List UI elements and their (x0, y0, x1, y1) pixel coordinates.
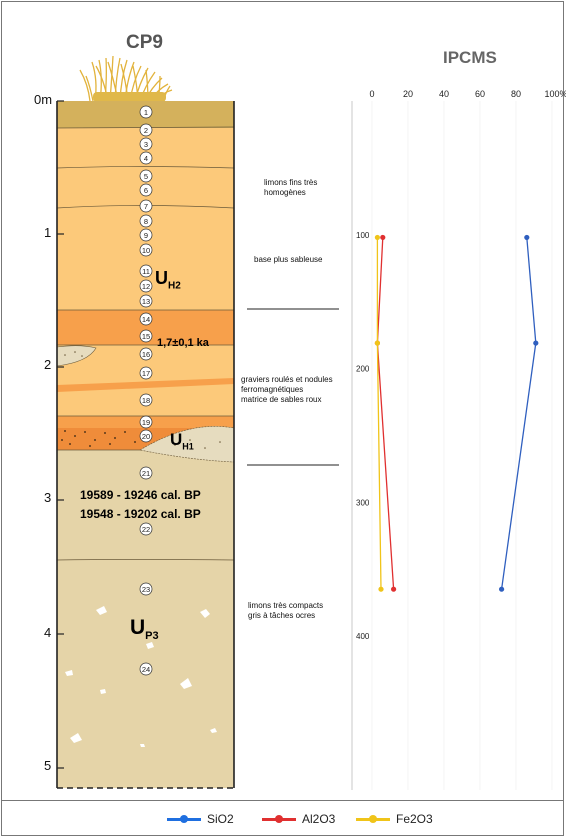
sample-marker-20: 20 (139, 429, 153, 443)
sample-marker-21: 21 (139, 466, 153, 480)
data-point-al2o3-0 (380, 234, 386, 241)
data-point-al2o3-2 (391, 586, 397, 592)
svg-text:19: 19 (142, 418, 150, 427)
svg-text:4: 4 (144, 154, 148, 163)
data-point-sio2-0 (524, 234, 530, 241)
depth-label-2: 2 (44, 357, 52, 372)
data-point-fe2o3-2 (378, 586, 384, 592)
y-tick-label-1: 200 (356, 365, 370, 374)
svg-text:13: 13 (142, 297, 150, 306)
series-sio2 (499, 234, 539, 592)
osl-date: 1,7±0,1 ka (157, 337, 209, 349)
unit-label-up3: UP3 (130, 616, 159, 643)
layer-up3 (57, 450, 234, 788)
legend-item-al2o3: Al2O3 (262, 812, 335, 826)
sample-marker-4: 4 (139, 151, 153, 165)
svg-text:12: 12 (142, 282, 150, 291)
sample-marker-11: 11 (139, 264, 153, 278)
c14-date-2: 19548 - 19202 cal. BP (80, 507, 201, 521)
svg-text:17: 17 (142, 369, 150, 378)
svg-text:7: 7 (144, 202, 148, 211)
depth-label-0: 0m (34, 92, 53, 107)
c14-date-1: 19589 - 19246 cal. BP (80, 488, 201, 502)
svg-text:8: 8 (144, 217, 148, 226)
legend-divider (1, 800, 564, 801)
svg-text:16: 16 (142, 350, 150, 359)
svg-text:9: 9 (144, 231, 148, 240)
sample-marker-12: 12 (139, 279, 153, 293)
log-title: CP9 (126, 32, 163, 53)
annotation-base-sableuse: base plus sableuse (254, 255, 323, 264)
sample-marker-3: 3 (139, 137, 153, 151)
svg-text:10: 10 (142, 246, 150, 255)
data-point-sio2-1 (533, 340, 539, 346)
series-fe2o3 (374, 234, 384, 592)
y-tick-label-3: 400 (356, 632, 370, 641)
x-tick-label-3: 60 (475, 89, 485, 99)
svg-text:11: 11 (142, 267, 150, 276)
unit-label-uh2: UH2 (155, 268, 181, 292)
sample-marker-8: 8 (139, 214, 153, 228)
sample-marker-19: 19 (139, 415, 153, 429)
sample-marker-1: 1 (139, 105, 153, 119)
x-tick-label-4: 80 (511, 89, 521, 99)
sample-marker-15: 15 (139, 329, 153, 343)
data-point-fe2o3-0 (374, 234, 380, 241)
series-line-sio2 (500, 237, 537, 590)
sample-marker-13: 13 (139, 294, 153, 308)
sample-marker-6: 6 (139, 183, 153, 197)
unit-label-uh1: UH1 (170, 430, 194, 452)
legend-item-sio2: SiO2 (167, 812, 234, 826)
sample-marker-5: 5 (139, 169, 153, 183)
svg-text:5: 5 (144, 172, 148, 181)
chart-title: IPCMS (443, 48, 497, 67)
sample-marker-18: 18 (139, 393, 153, 407)
y-tick-label-2: 300 (356, 498, 370, 507)
svg-text:24: 24 (142, 665, 150, 674)
y-tick-label-0: 100 (356, 231, 370, 240)
x-tick-label-5: 100% (544, 89, 566, 99)
sample-marker-23: 23 (139, 582, 153, 596)
svg-text:14: 14 (142, 315, 150, 324)
depth-label-1: 1 (44, 225, 52, 240)
svg-text:18: 18 (142, 396, 150, 405)
sample-marker-2: 2 (139, 123, 153, 137)
depth-label-5: 5 (44, 758, 52, 773)
data-point-fe2o3-1 (374, 340, 380, 346)
svg-text:3: 3 (144, 140, 148, 149)
sample-marker-22: 22 (139, 522, 153, 536)
svg-text:6: 6 (144, 186, 148, 195)
svg-text:2: 2 (144, 126, 148, 135)
sample-marker-14: 14 (139, 312, 153, 326)
sample-marker-24: 24 (139, 662, 153, 676)
svg-text:21: 21 (142, 469, 150, 478)
sample-marker-17: 17 (139, 366, 153, 380)
depth-label-4: 4 (44, 625, 52, 640)
svg-text:20: 20 (142, 432, 150, 441)
data-point-sio2-2 (499, 586, 505, 592)
depth-label-3: 3 (44, 490, 52, 505)
svg-text:22: 22 (142, 525, 150, 534)
x-tick-label-2: 40 (439, 89, 449, 99)
x-tick-label-0: 0 (369, 89, 374, 99)
sample-marker-10: 10 (139, 243, 153, 257)
svg-text:23: 23 (142, 585, 150, 594)
svg-text:15: 15 (142, 332, 150, 341)
sample-marker-16: 16 (139, 347, 153, 361)
x-tick-label-1: 20 (403, 89, 413, 99)
legend-item-fe2o3: Fe2O3 (356, 812, 433, 826)
sample-marker-9: 9 (139, 228, 153, 242)
sample-marker-7: 7 (139, 199, 153, 213)
svg-text:1: 1 (144, 108, 148, 117)
